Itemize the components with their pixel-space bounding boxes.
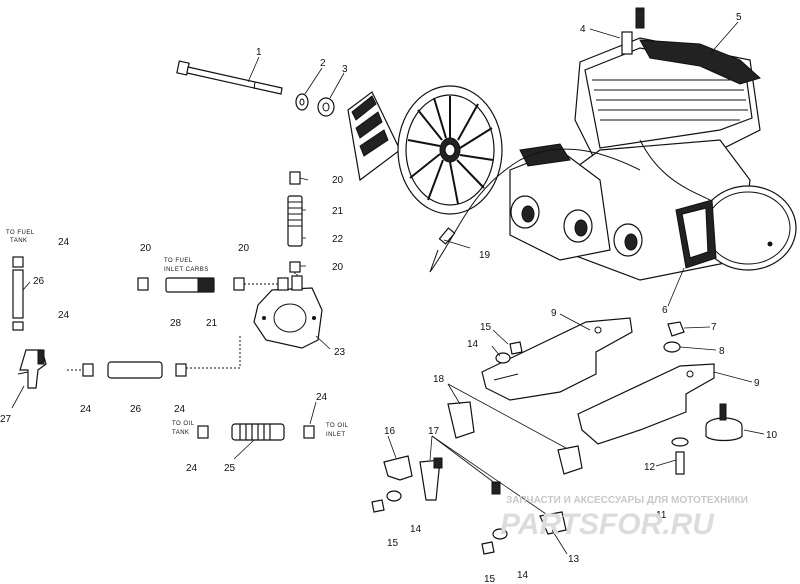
fuel-hose-28 [137, 277, 245, 293]
note-oil-inlet-line2: INLET [326, 432, 346, 438]
note-oil-tank-line1: TO OIL [172, 421, 195, 427]
note-oil-inlet-line1: TO OIL [326, 423, 349, 429]
callout-12: 12 [644, 462, 656, 473]
callout-24-c: 24 [80, 404, 92, 415]
callout-5: 5 [736, 12, 742, 23]
note-inlet-carbs-line1: TO FUEL [164, 258, 193, 264]
callout-14-a: 14 [467, 339, 479, 350]
routing-notes: TO FUEL TANK TO FUEL INLET CARBS TO OIL … [6, 230, 349, 438]
callout-20-a: 20 [332, 175, 344, 186]
fuel-hose-26-vertical [12, 256, 24, 331]
callout-1: 1 [256, 47, 262, 58]
callout-20-c: 20 [140, 243, 152, 254]
fuel-tee-27 [17, 349, 47, 389]
callout-24-f: 24 [316, 392, 328, 403]
drive-clutch [347, 85, 503, 215]
callout-26-a: 26 [33, 276, 45, 287]
callout-14-c: 14 [517, 570, 529, 581]
note-oil-tank-line2: TANK [172, 430, 190, 436]
callout-23: 23 [334, 347, 346, 358]
callout-9-lower: 9 [754, 378, 760, 389]
fuel-pump-23 [186, 274, 323, 369]
callout-21-a: 21 [332, 206, 344, 217]
watermark-tagline: ЗАПЧАСТИ И АКСЕССУАРЫ ДЛЯ МОТОТЕХНИКИ [506, 495, 748, 506]
callout-3: 3 [342, 64, 348, 75]
callout-6: 6 [662, 305, 668, 316]
stud-11-12 [671, 437, 689, 475]
note-fuel-tank-line1: TO FUEL [6, 230, 35, 236]
callout-28: 28 [170, 318, 182, 329]
engine-assembly [509, 7, 797, 281]
callout-15-b: 15 [387, 538, 399, 549]
rubber-mount-10 [705, 403, 743, 442]
note-inlet-carbs-line2: INLET CARBS [164, 267, 209, 273]
callout-2: 2 [320, 58, 326, 69]
callout-24-e: 24 [186, 463, 198, 474]
callout-18: 18 [433, 374, 445, 385]
callout-4: 4 [580, 24, 586, 35]
callout-11: 11 [656, 510, 667, 521]
callout-21-b: 21 [206, 318, 218, 329]
callout-7: 7 [711, 322, 717, 333]
callout-24-d: 24 [174, 404, 186, 415]
brackets-16-17-18 [383, 401, 583, 535]
watermark-brand: PARTSFOR.RU [500, 508, 715, 541]
callout-15-c: 15 [484, 574, 496, 584]
callout-numbers: 1 2 3 4 5 6 7 8 9 9 10 11 12 13 14 14 14… [0, 12, 778, 584]
callout-16: 16 [384, 426, 396, 437]
callout-20-d: 20 [238, 243, 250, 254]
callout-13: 13 [568, 554, 580, 565]
nut-part-3 [317, 97, 335, 117]
fuel-hose-26-horizontal [67, 361, 187, 379]
callout-27: 27 [0, 414, 12, 425]
nut-7-washer-8 [663, 321, 685, 353]
callout-24-b: 24 [58, 310, 70, 321]
callout-26-b: 26 [130, 404, 142, 415]
callout-22: 22 [332, 234, 344, 245]
throttle-cable [429, 148, 641, 273]
washer-part-2 [295, 93, 309, 111]
callout-14-b: 14 [410, 524, 422, 535]
callout-8: 8 [719, 346, 725, 357]
callout-15-a: 15 [480, 322, 492, 333]
oil-hose-25 [197, 423, 315, 441]
hose-21-22 [287, 171, 303, 276]
leader-lines [11, 21, 765, 555]
callout-10: 10 [766, 430, 778, 441]
callout-9-upper: 9 [551, 308, 557, 319]
watermark: ЗАПЧАСТИ И АКСЕССУАРЫ ДЛЯ МОТОТЕХНИКИ PA… [500, 495, 748, 541]
note-fuel-tank-line2: TANK [10, 238, 28, 244]
callout-20-b: 20 [332, 262, 344, 273]
callout-25: 25 [224, 463, 236, 474]
callout-24-a: 24 [58, 237, 70, 248]
bolt-part-1 [176, 60, 283, 95]
callout-17: 17 [428, 426, 440, 437]
mount-bracket-9-lower [577, 363, 715, 445]
mount-bracket-9-upper [481, 317, 633, 401]
callout-19: 19 [479, 250, 491, 261]
